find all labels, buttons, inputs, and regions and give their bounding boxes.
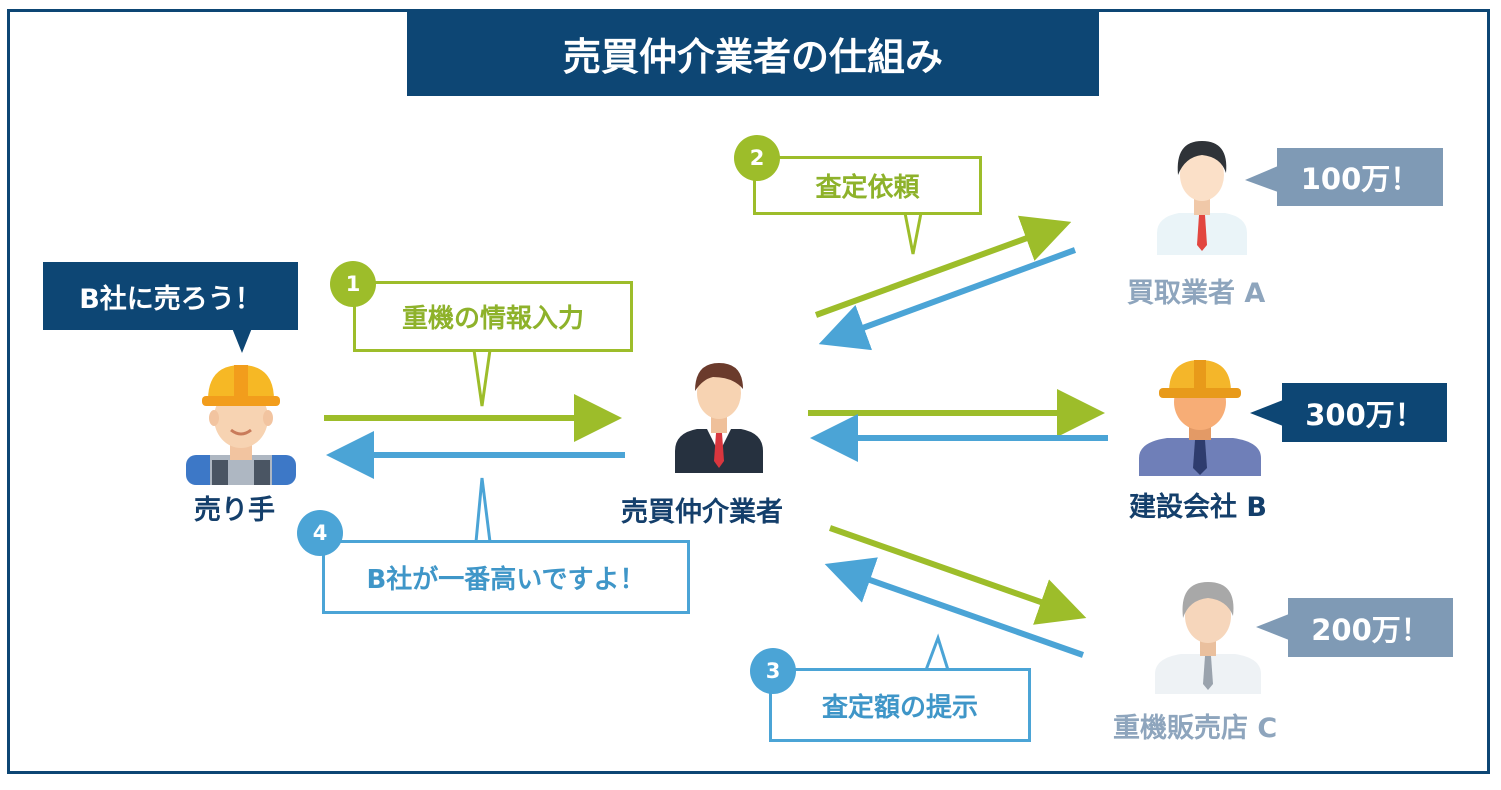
broker-name: 売買仲介業者 <box>621 497 783 528</box>
step-2-label: 査定依頼 <box>815 173 920 203</box>
broker-icon <box>675 363 763 473</box>
buyer-b-name: 建設会社 B <box>1129 492 1267 523</box>
price-tag-b: 300万！ <box>1282 383 1447 442</box>
step-4-box: B社が一番高いですよ！ <box>322 540 690 614</box>
step-4-label: B社が一番高いですよ！ <box>366 564 646 595</box>
arrow-broker-to-a <box>814 215 1072 318</box>
step-1-number: 1 <box>330 261 376 307</box>
seller-name: 売り手 <box>194 495 275 526</box>
arrow-a-to-broker <box>818 247 1077 351</box>
step-1-label: 重機の情報入力 <box>401 304 584 334</box>
step-2-number: 2 <box>734 135 780 181</box>
price-tag-c: 200万！ <box>1288 598 1453 657</box>
arrow-c-to-broker <box>824 557 1084 658</box>
diagram-title: 売買仲介業者の仕組み <box>407 10 1099 96</box>
step-1-box: 重機の情報入力 <box>353 281 633 352</box>
step-3-box: 査定額の提示 <box>769 668 1031 742</box>
buyer-c-name: 重機販売店 C <box>1113 713 1278 744</box>
step-2-box: 査定依頼 <box>753 156 982 215</box>
seller-speech-bubble: B社に売ろう！ <box>43 262 298 330</box>
worker-icon <box>186 365 296 485</box>
buyer-b-icon <box>1139 360 1261 476</box>
arrow-broker-to-c <box>829 525 1087 625</box>
buyer-a-name: 買取業者 A <box>1127 278 1266 309</box>
buyer-c-icon <box>1155 582 1261 694</box>
step-3-label: 査定額の提示 <box>821 692 978 723</box>
step-3-number: 3 <box>750 648 796 694</box>
buyer-a-icon <box>1157 141 1247 255</box>
step-4-number: 4 <box>297 510 343 556</box>
price-tag-a: 100万！ <box>1277 148 1443 206</box>
